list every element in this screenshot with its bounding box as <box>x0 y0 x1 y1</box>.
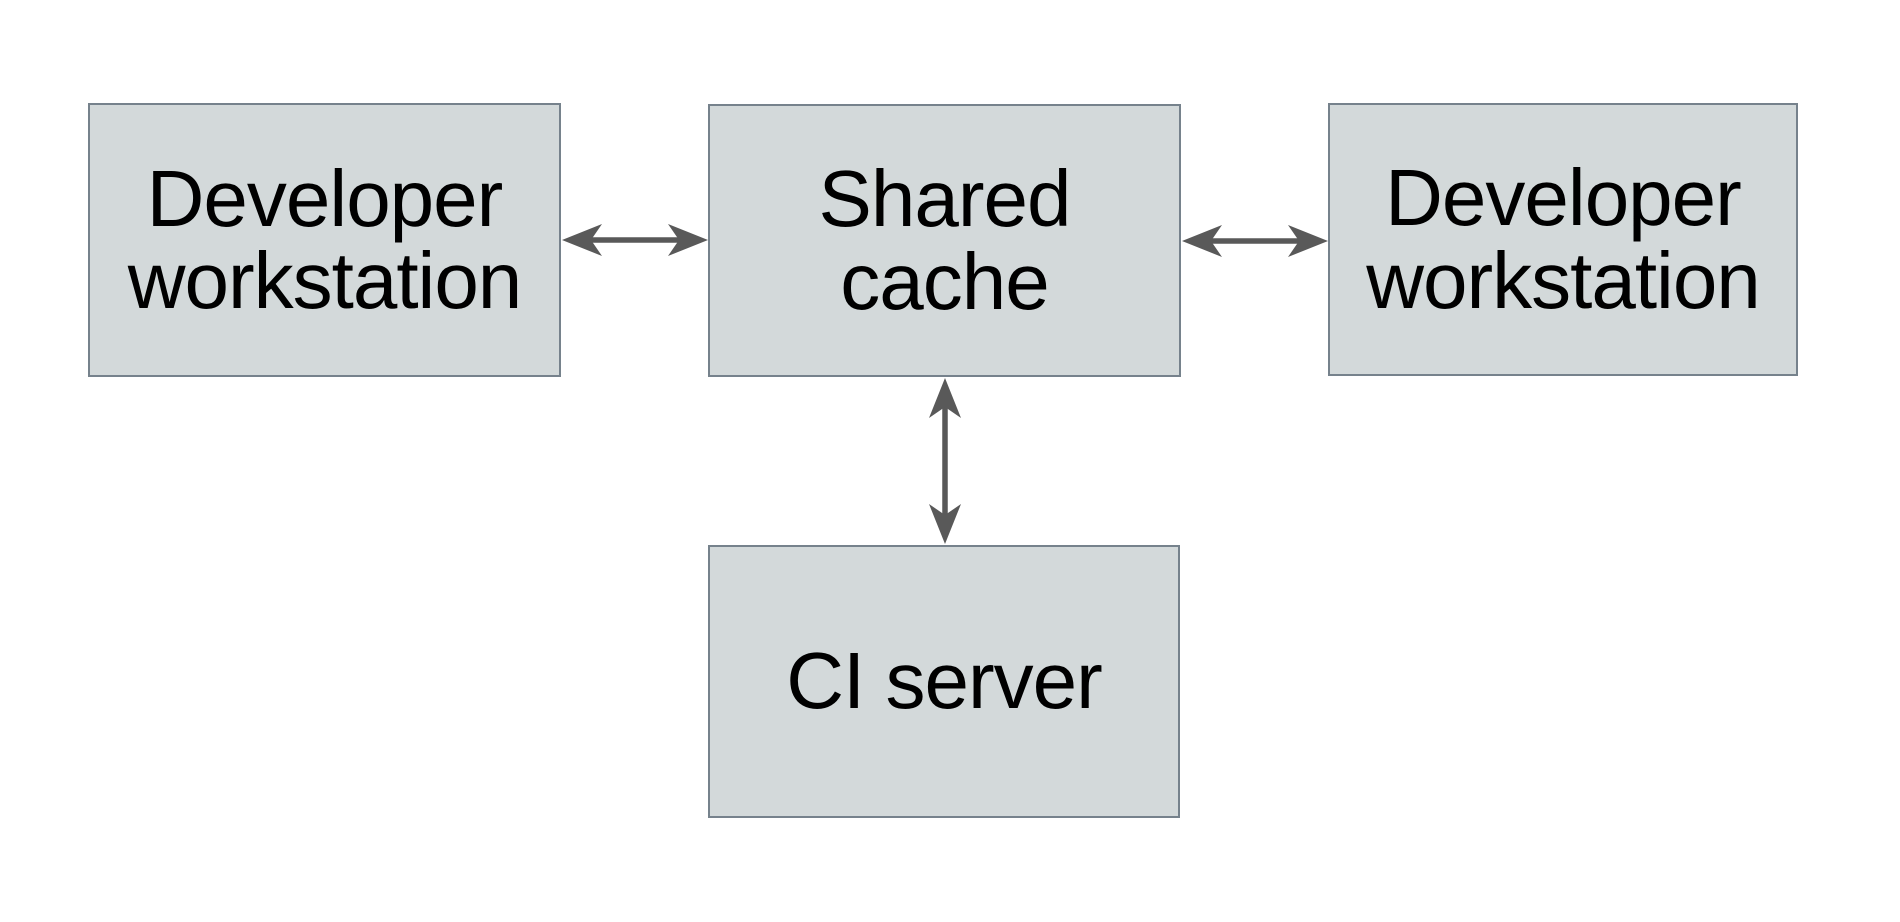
double-arrow-shared-cache-right-workstation <box>1182 225 1328 257</box>
node-developer-workstation-left-label: Developer workstation <box>127 153 523 325</box>
arrowhead-up-icon <box>929 378 961 418</box>
node-developer-workstation-left: Developer workstation <box>88 103 561 377</box>
node-developer-workstation-right: Developer workstation <box>1328 103 1798 376</box>
arrowhead-left-icon <box>1182 225 1222 257</box>
node-developer-workstation-right-label: Developer workstation <box>1366 153 1761 325</box>
arrowhead-right-icon <box>1288 225 1328 257</box>
arrowhead-left-icon <box>562 224 602 256</box>
node-shared-cache-label: Shared cache <box>818 154 1072 326</box>
arrowhead-down-icon <box>929 504 961 544</box>
double-arrow-left-workstation-shared-cache <box>562 224 708 256</box>
node-ci-server: CI server <box>708 545 1180 818</box>
node-shared-cache: Shared cache <box>708 104 1181 377</box>
node-ci-server-label: CI server <box>786 636 1102 726</box>
double-arrow-shared-cache-ci-server <box>929 378 961 544</box>
arrowhead-right-icon <box>668 224 708 256</box>
